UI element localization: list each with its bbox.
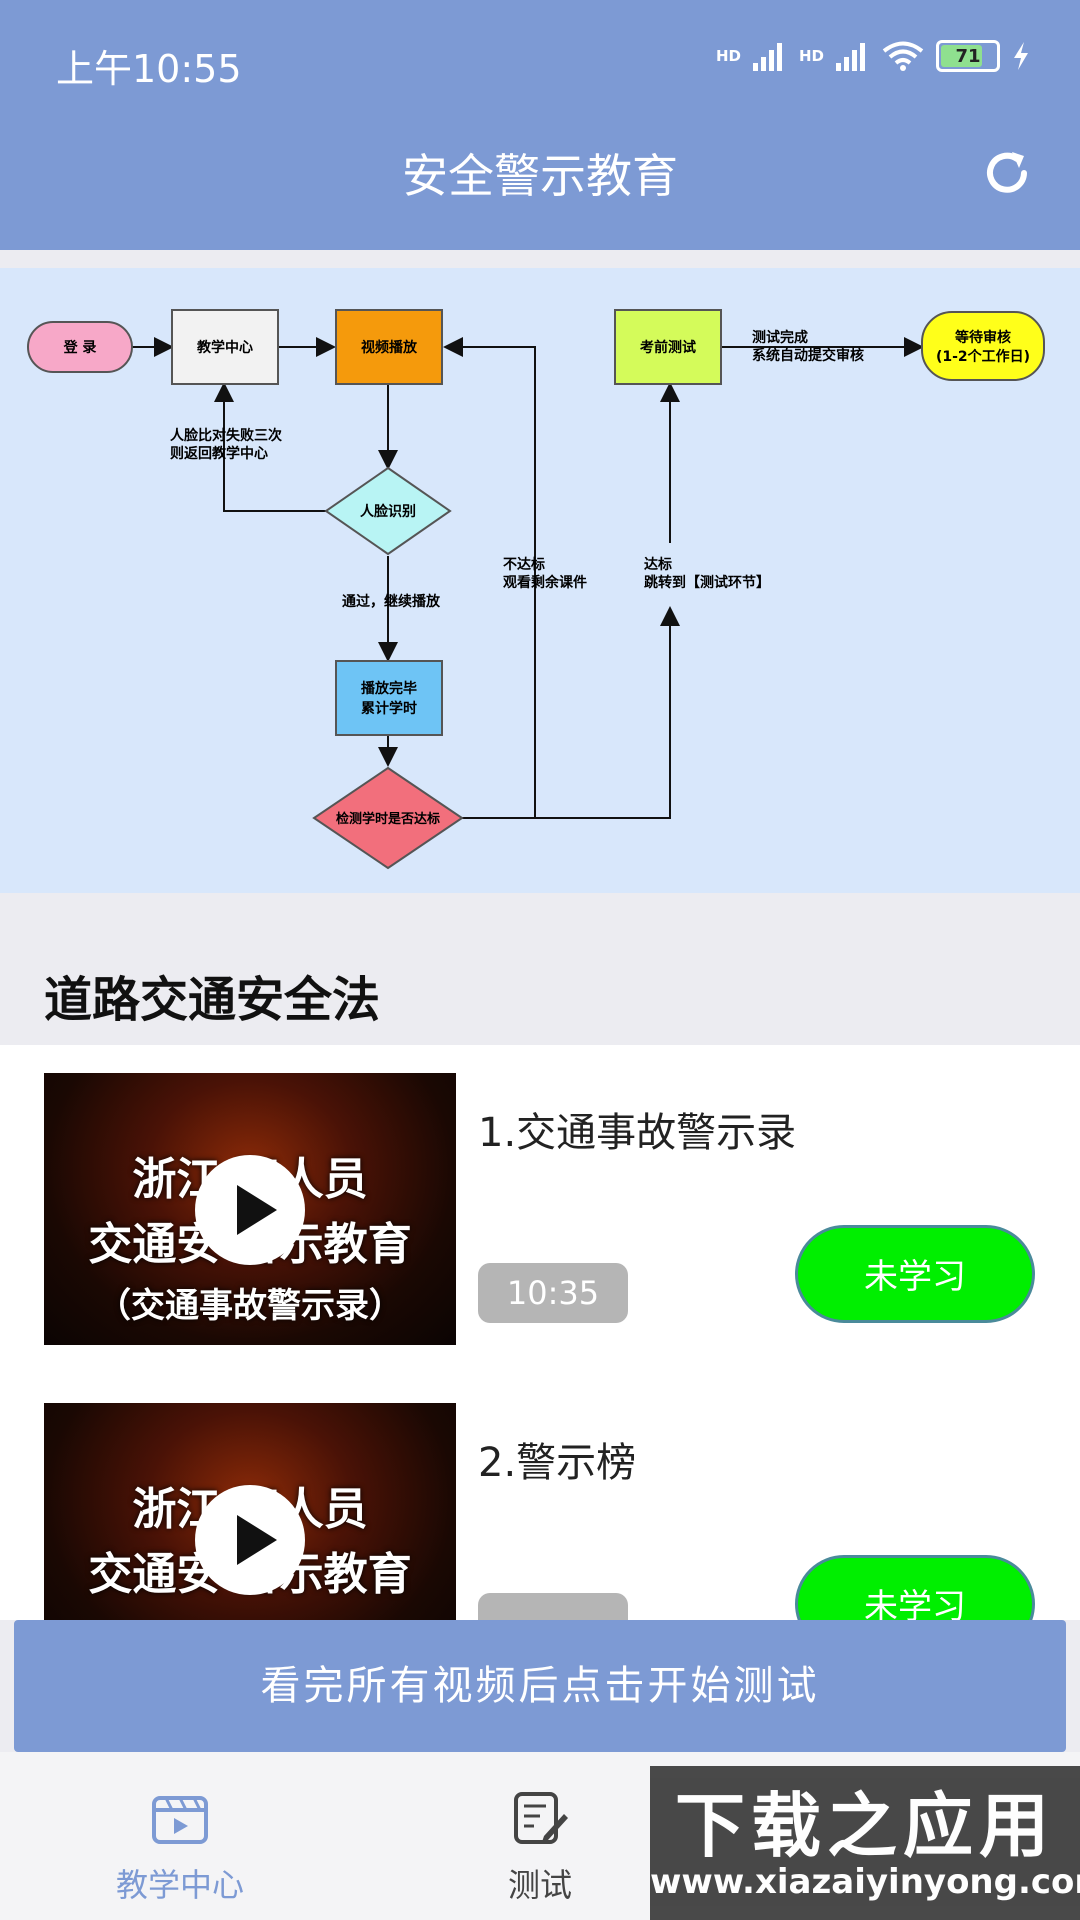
video-play-label: 视频播放 (361, 339, 418, 356)
tab-teaching-center[interactable]: 教学中心 (0, 1752, 360, 1920)
page-title: 安全警示教育 (402, 149, 678, 203)
flowchart-diagram: 登 录 教学中心 视频播放 人脸比对失败三次 则返回教学中心 人脸识别 通过，继… (27, 309, 1045, 870)
met-label: 达标 (644, 556, 672, 573)
signal-icon (752, 43, 782, 71)
video-title[interactable]: 1.交通事故警示录 (478, 1110, 797, 1156)
face-recognition-node (324, 466, 452, 556)
pass-continue-label: 通过，继续播放 (342, 593, 441, 610)
not-met-label: 不达标 (503, 556, 545, 573)
video-duration: 10:35 (478, 1263, 628, 1323)
login-label: 登 录 (63, 339, 97, 356)
section-title: 道路交通安全法 (44, 972, 381, 1028)
video-duration (478, 1593, 628, 1620)
video-item[interactable]: 浙江 职人员 交通安 警示教育 2.警示榜 未学习 (0, 1375, 1080, 1620)
battery-indicator: 71 (936, 40, 1000, 72)
hd-label: HD (715, 47, 741, 65)
face-fail-note: 则返回教学中心 (170, 445, 268, 462)
refresh-icon[interactable] (982, 148, 1032, 198)
await-review-label: 等待审核 (955, 329, 1011, 346)
video-title[interactable]: 2.警示榜 (478, 1440, 637, 1486)
test-done-label: 系统自动提交审核 (752, 347, 864, 364)
status-time: 上午10:55 (56, 47, 242, 91)
thumbnail-text: （交通事故警示录） (97, 1286, 403, 1326)
section-header-band (0, 893, 1080, 1045)
watermark-url: www.xiazaiyinyong.com (650, 1862, 1080, 1902)
pre-exam-label: 考前测试 (640, 339, 696, 356)
tab-label: 教学中心 (115, 1866, 244, 1904)
video-thumbnail[interactable]: 浙江 职人员 交通安 警示教育 (44, 1403, 456, 1620)
play-icon[interactable] (195, 1155, 305, 1265)
check-hours-label: 检测学时是否达标 (336, 811, 440, 827)
signal-icon (836, 43, 865, 71)
teaching-center-label: 教学中心 (197, 339, 253, 356)
video-clapper-icon (152, 1796, 208, 1844)
not-met-label: 观看剩余课件 (503, 574, 587, 591)
video-item[interactable]: 浙江 职人员 交通安 警示教育 （交通事故警示录） 1.交通事故警示录 10:3… (0, 1045, 1080, 1345)
await-review-label: (1-2个工作日) (936, 348, 1030, 365)
battery-fill (941, 45, 982, 67)
tab-label: 测试 (507, 1866, 572, 1904)
study-status-button[interactable]: 未学习 (795, 1225, 1035, 1323)
hd-label: HD (798, 47, 824, 65)
teaching-center-node (171, 309, 279, 385)
met-label: 跳转到【测试环节】 (644, 574, 770, 591)
play-done-label: 累计学时 (361, 700, 417, 717)
play-icon[interactable] (195, 1485, 305, 1595)
charging-icon (1014, 42, 1028, 70)
login-node (27, 321, 133, 373)
site-watermark: 下载之应用 www.xiazaiyinyong.com (650, 1766, 1080, 1920)
wifi-icon (882, 41, 924, 71)
tab-test[interactable]: 测试 (360, 1752, 720, 1920)
battery-level: 71 (955, 45, 981, 67)
study-status-button[interactable]: 未学习 (795, 1555, 1035, 1620)
face-fail-note: 人脸比对失败三次 (170, 427, 282, 444)
video-play-node (335, 309, 443, 385)
status-icons: HD HD 71 (716, 40, 1030, 72)
flowchart-banner: 登 录 教学中心 视频播放 人脸比对失败三次 则返回教学中心 人脸识别 通过，继… (0, 268, 1080, 893)
video-thumbnail[interactable]: 浙江 职人员 交通安 警示教育 （交通事故警示录） (44, 1073, 456, 1345)
edit-document-icon (514, 1792, 568, 1844)
test-done-label: 测试完成 (752, 329, 808, 346)
play-done-label: 播放完毕 (361, 680, 417, 697)
await-review-node (921, 311, 1045, 381)
video-list[interactable]: 浙江 职人员 交通安 警示教育 （交通事故警示录） 1.交通事故警示录 10:3… (0, 1045, 1080, 1620)
check-hours-node (312, 766, 464, 870)
watermark-text: 下载之应用 (675, 1785, 1055, 1867)
play-done-node (335, 660, 443, 736)
face-recognition-label: 人脸识别 (360, 503, 416, 520)
app-header: 上午10:55 HD HD 71 安全警示教育 (0, 0, 1080, 250)
pre-exam-node (614, 309, 722, 385)
start-test-button[interactable]: 看完所有视频后点击开始测试 (14, 1620, 1066, 1752)
